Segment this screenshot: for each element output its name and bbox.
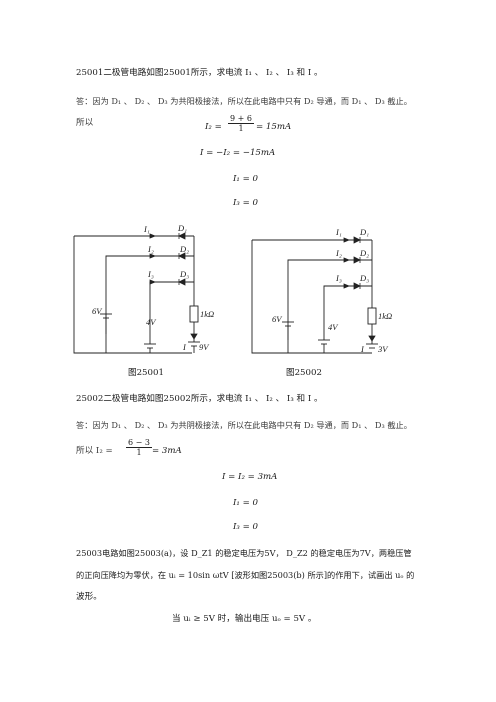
eq-25001-i2-fraction: 9 + 6 1 — [228, 114, 254, 133]
circuit-figure-25002: I₁ D₁ I₂ D₂ I₃ D₃ 6V 4V 1kΩ I 3V — [251, 227, 392, 354]
eq-25001-i2-lhs: I₂ = — [205, 122, 222, 132]
eq-25001-i2-numerator: 9 + 6 — [228, 114, 254, 124]
problem-25003-line1: 25003电路如图25003(a)，设 D_Z1 的稳定电压为5V， D_Z2 … — [76, 548, 412, 558]
problem-25002-answer-line2: 所以 I₂ = — [76, 446, 113, 456]
circuit-figure-25001: I₁ D₁ I₂ D₂ I₃ D₃ 6V 4V 1kΩ I 9V — [73, 223, 214, 354]
fig1-label-i1: I₁ — [143, 224, 150, 234]
fig1-label-i3: I₃ — [147, 269, 154, 279]
fig1-label-d3: D₃ — [179, 269, 189, 279]
problem-25003-line3: 波形。 — [76, 592, 102, 602]
problem-25003-line4: 当 uᵢ ≥ 5V 时，输出电压 uₒ = 5V 。 — [172, 614, 317, 624]
eq-25001-i2-rhs: = 15mA — [256, 122, 292, 132]
fig1-label-d1: D₁ — [177, 223, 187, 233]
fig1-caption: 图25001 — [128, 368, 164, 378]
fig2-caption: 图25002 — [286, 368, 322, 378]
fig2-label-i: I — [360, 344, 365, 354]
eq-25002-i2-numerator: 6 − 3 — [126, 438, 152, 448]
eq-25002-i2-fraction: 6 − 3 1 — [126, 438, 152, 457]
eq-25002-i2-rhs: = 3mA — [152, 446, 182, 456]
eq-25002-i1: I₁ = 0 — [233, 498, 258, 508]
fig2-label-1k: 1kΩ — [378, 311, 392, 321]
fig1-label-6v: 6V — [92, 306, 103, 316]
fig2-label-6v: 6V — [272, 314, 283, 324]
fig2-label-d3: D₃ — [359, 273, 369, 283]
eq-25001-i2-denominator: 1 — [238, 124, 244, 133]
problem-25003-line2: 的正向压降均为零伏，在 uᵢ = 10sin ωtV [波形如图25003(b)… — [76, 570, 415, 580]
fig1-label-d2: D₂ — [179, 244, 189, 254]
eq-25002-i3: I₃ = 0 — [233, 522, 258, 532]
fig2-label-d2: D₂ — [359, 248, 369, 258]
fig1-label-i2: I₂ — [147, 244, 154, 254]
eq-25002-i: I = I₂ = 3mA — [222, 472, 278, 482]
eq-25002-i2-denominator: 1 — [136, 448, 142, 457]
problem-25001-answer-line2: 所以 — [76, 118, 94, 128]
problem-25002-question: 25002二极管电路如图25002所示，求电流 I₁ 、 I₂ 、 I₃ 和 I… — [76, 394, 323, 404]
fig2-label-i1: I₁ — [335, 227, 342, 237]
problem-25002-answer-line1: 答：因为 D₁ 、 D₂ 、 D₃ 为共阴极接法，所以在此电路中只有 D₂ 导通… — [76, 420, 412, 430]
eq-25001-i1: I₁ = 0 — [233, 174, 258, 184]
fig2-label-i2: I₂ — [335, 248, 342, 258]
fig2-label-4v: 4V — [328, 322, 339, 332]
fig1-label-i: I — [182, 342, 187, 352]
eq-25001-i3: I₃ = 0 — [233, 198, 258, 208]
fig1-label-4v: 4V — [146, 317, 157, 327]
eq-25001-i: I = −I₂ = −15mA — [200, 148, 276, 158]
fig2-label-d1: D₁ — [359, 227, 369, 237]
fig2-label-3v: 3V — [377, 344, 389, 354]
fig1-label-1k: 1kΩ — [200, 309, 214, 319]
fig1-label-9v: 9V — [199, 342, 210, 352]
fig2-label-i3: I₃ — [335, 273, 342, 283]
problem-25001-answer-line1: 答：因为 D₁ 、 D₂ 、 D₃ 为共阳极接法，所以在此电路中只有 D₂ 导通… — [76, 96, 412, 106]
problem-25001-question: 25001二极管电路如图25001所示，求电流 I₁ 、 I₂ 、 I₃ 和 I… — [76, 68, 323, 78]
